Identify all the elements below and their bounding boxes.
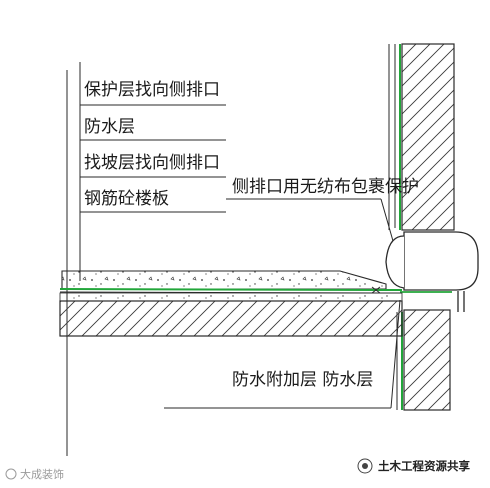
label-protect-slope: 保护层找向侧排口 [84,80,220,100]
label-waterproof: 防水层 [84,117,135,137]
brand-right: 土木工程资源共享 [357,458,470,474]
side-drain-pipe [385,231,479,312]
label-bottom-layers: 防水附加层 防水层 [232,370,373,390]
floor-build-up [59,270,452,337]
callout-labels: 保护层找向侧排口 防水层 找坡层找向侧排口 钢筋砼楼板 侧排口用无纺布包裹保护 … [84,80,419,390]
label-drain-wrap: 侧排口用无纺布包裹保护 [232,177,419,197]
wechat-icon [362,463,368,469]
wall [388,43,455,411]
label-leveling-slope: 找坡层找向侧排口 [84,153,220,173]
label-rc-slab: 钢筋砼楼板 [84,189,169,209]
brand-text: 土木工程资源共享 [378,459,470,473]
watermark-left-text: 大成装饰 [20,467,64,481]
watermark-left: 大成装饰 [5,467,64,481]
